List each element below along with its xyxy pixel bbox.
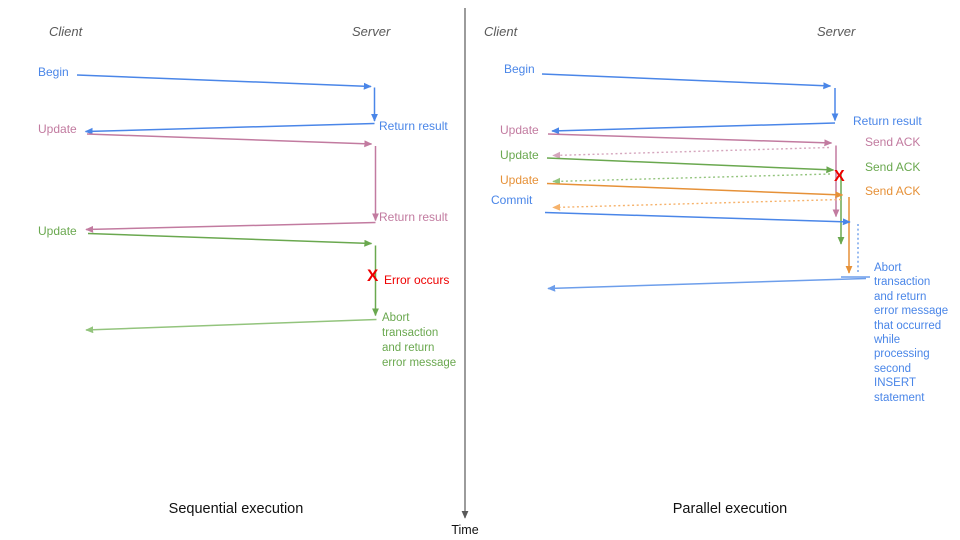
left-update-1-label: Update <box>38 122 77 136</box>
right-return-result-arrow <box>551 122 836 135</box>
left-abort-message: Abort transaction and return error messa… <box>382 312 457 369</box>
right-abort-return-arrow <box>547 277 867 292</box>
left-begin-request-arrow <box>76 74 372 90</box>
right-update-1-request-arrow <box>547 133 833 147</box>
left-update-2-label: Update <box>38 224 77 238</box>
left-update-2-request-arrow <box>87 232 373 247</box>
left-server-label: Server <box>352 24 391 39</box>
time-axis-label: Time <box>451 523 479 537</box>
right-client-label: Client <box>484 24 518 39</box>
right-server-label: Server <box>817 24 856 39</box>
left-return-result-1-arrow <box>84 122 375 135</box>
left-return-result-2-label: Return result <box>379 210 448 224</box>
right-ack-3-arrow <box>552 198 842 211</box>
right-begin-request-arrow <box>541 73 832 90</box>
right-update-2-label: Update <box>500 148 539 162</box>
right-return-result-label: Return result <box>853 114 922 128</box>
right-update-3-label: Update <box>500 173 539 187</box>
left-client-label: Client <box>49 24 83 39</box>
left-error-occurs-label: Error occurs <box>384 273 450 287</box>
right-abort-message: Abort transaction and return error messa… <box>874 262 949 404</box>
left-begin-label: Begin <box>38 65 69 79</box>
right-update-1-label: Update <box>500 123 539 137</box>
right-send-ack-1-label: Send ACK <box>865 135 921 149</box>
right-error-x-mark: X <box>834 168 845 185</box>
right-panel-title: Parallel execution <box>672 501 788 517</box>
right-update-2-request-arrow <box>546 157 835 174</box>
left-panel-title: Sequential execution <box>168 501 304 517</box>
left-return-result-2-arrow <box>85 221 376 233</box>
right-ack-2-arrow <box>552 173 831 185</box>
right-send-ack-2-label: Send ACK <box>865 160 921 174</box>
left-error-x-mark: X <box>367 266 379 285</box>
right-send-ack-3-label: Send ACK <box>865 184 921 198</box>
right-ack-1-arrow <box>552 146 830 159</box>
right-begin-label: Begin <box>504 62 535 76</box>
right-commit-request-arrow <box>544 211 851 226</box>
left-abort-return-arrow <box>85 318 377 334</box>
left-return-result-1-label: Return result <box>379 119 448 133</box>
right-update-3-request-arrow <box>546 182 844 199</box>
left-update-1-request-arrow <box>86 133 373 148</box>
right-commit-label: Commit <box>491 193 533 207</box>
